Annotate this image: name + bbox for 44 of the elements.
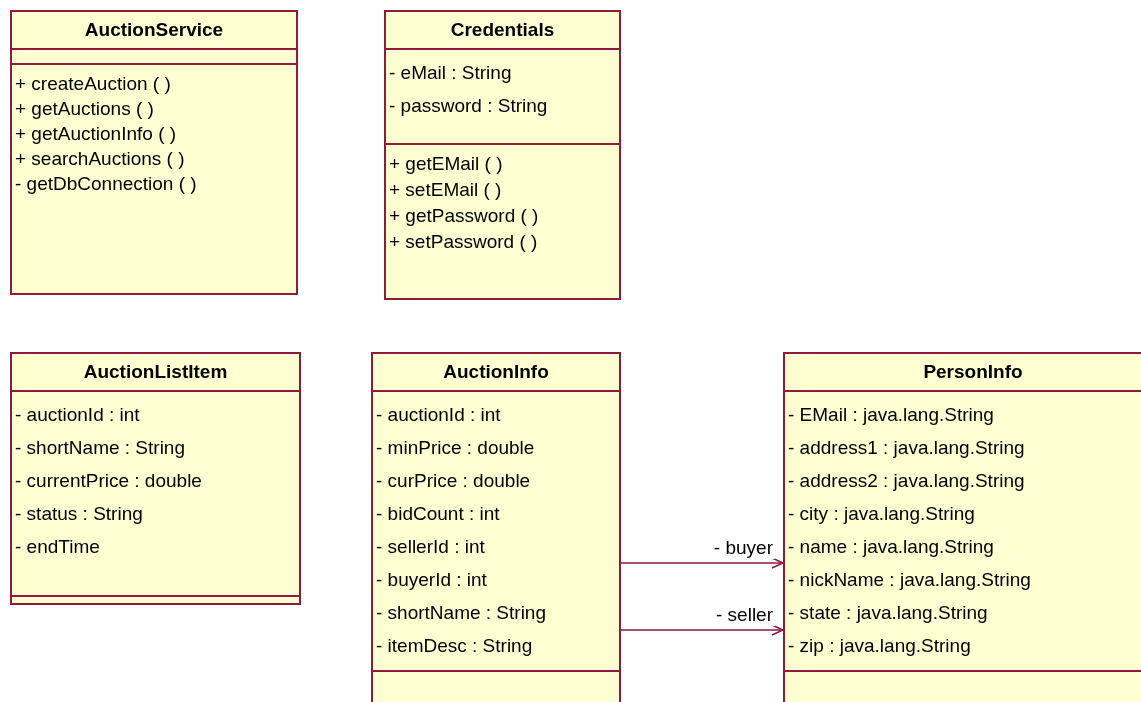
member-text: - status : String <box>15 502 144 526</box>
member-text: - password : String <box>389 94 549 118</box>
member-text: + getPassword ( ) <box>389 204 540 228</box>
member-text: + getEMail ( ) <box>389 152 504 176</box>
member-text: + searchAuctions ( ) <box>15 147 186 171</box>
member-text: - buyerId : int <box>376 568 488 592</box>
member-text: + createAuction ( ) <box>15 72 172 96</box>
class-name: AuctionInfo <box>442 360 550 384</box>
class-name: Credentials <box>449 18 556 42</box>
class-name: AuctionListItem <box>82 360 229 384</box>
member-text: + getAuctionInfo ( ) <box>15 122 178 146</box>
member-text: - zip : java.lang.String <box>788 634 972 658</box>
member-text: - itemDesc : String <box>376 634 534 658</box>
member-text: + getAuctions ( ) <box>15 97 155 121</box>
member-text: - state : java.lang.String <box>788 601 989 625</box>
member-text: - EMail : java.lang.String <box>788 403 995 427</box>
class-box <box>371 352 621 702</box>
class-box <box>10 352 301 605</box>
member-text: - name : java.lang.String <box>788 535 995 559</box>
class-box <box>384 10 621 300</box>
member-text: - minPrice : double <box>376 436 536 460</box>
member-text: + setPassword ( ) <box>389 230 539 254</box>
member-text: - shortName : String <box>15 436 186 460</box>
member-text: - nickName : java.lang.String <box>788 568 1032 592</box>
class-box <box>783 352 1141 702</box>
member-text: - auctionId : int <box>376 403 502 427</box>
association-arrow <box>620 624 784 636</box>
member-text: - auctionId : int <box>15 403 141 427</box>
member-text: - getDbConnection ( ) <box>15 172 198 196</box>
member-text: - city : java.lang.String <box>788 502 976 526</box>
class-box <box>10 10 298 295</box>
member-text: - endTime <box>15 535 101 559</box>
member-text: - eMail : String <box>389 61 513 85</box>
member-text: - bidCount : int <box>376 502 501 526</box>
member-text: - address1 : java.lang.String <box>788 436 1026 460</box>
member-text: - address2 : java.lang.String <box>788 469 1026 493</box>
class-name: PersonInfo <box>922 360 1024 384</box>
member-text: - shortName : String <box>376 601 547 625</box>
association-arrow <box>620 557 784 569</box>
class-name: AuctionService <box>83 18 225 42</box>
member-text: + setEMail ( ) <box>389 178 503 202</box>
member-text: - sellerId : int <box>376 535 486 559</box>
member-text: - currentPrice : double <box>15 469 203 493</box>
member-text: - curPrice : double <box>376 469 532 493</box>
